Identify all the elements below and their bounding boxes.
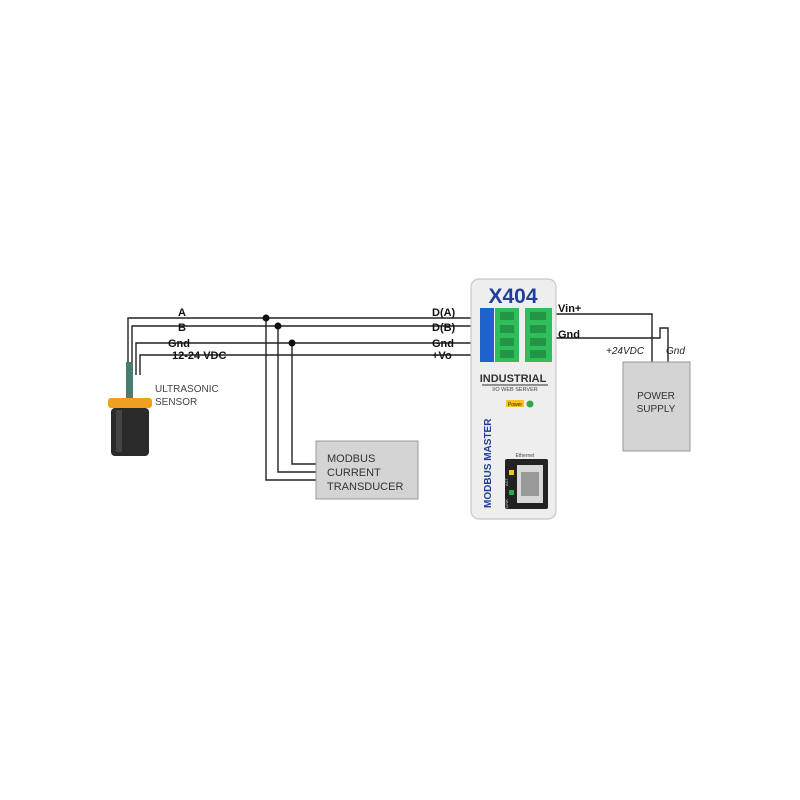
terminal-right-screw-3: [530, 338, 546, 346]
label-sensor-a: A: [178, 307, 186, 319]
sensor-highlight: [116, 410, 122, 452]
ethernet-act-label: ACT: [504, 477, 509, 486]
sensor-label-line1: ULTRASONIC: [155, 384, 219, 395]
power-pos-terminal: +24VDC: [606, 346, 645, 357]
x404-module: X404 INDUSTRIAL I/O WEB SERVER Power MOD: [470, 278, 557, 520]
wire-a: [127, 317, 480, 375]
wire-b: [131, 325, 480, 375]
ethernet-jack-inner: [521, 472, 539, 496]
transducer-box: [315, 440, 419, 500]
ethernet-act-led-icon: [509, 470, 514, 475]
terminal-right-screw-4: [530, 350, 546, 358]
bus-wires: [127, 313, 669, 481]
device-brand-sub: I/O WEB SERVER: [492, 387, 537, 393]
sensor-collar: [108, 398, 152, 408]
sensor-label-line2: SENSOR: [155, 397, 197, 408]
junction-dots: [262, 314, 296, 347]
power-supply-box: [622, 361, 691, 452]
label-power-gnd: Gnd: [558, 329, 580, 341]
wire-drop-gnd: [291, 343, 316, 465]
wire-drop-a: [265, 318, 316, 481]
power-supply-line1: POWER: [637, 391, 675, 402]
device-brand: INDUSTRIAL: [480, 373, 547, 385]
transducer-line2: CURRENT: [327, 467, 381, 479]
label-device-db: D(B): [432, 322, 456, 334]
wire-vdc: [139, 354, 480, 375]
terminal-left-screw-1: [500, 312, 514, 320]
ethernet-link-led-icon: [509, 490, 514, 495]
label-device-da: D(A): [432, 307, 456, 319]
device-model: X404: [488, 285, 537, 308]
junction-dot-b: [274, 322, 282, 330]
ethernet-label: Ethernet: [516, 453, 536, 459]
transducer-line3: TRANSDUCER: [327, 481, 403, 493]
power-supply-line2: SUPPLY: [637, 404, 676, 415]
ethernet-link-label: LINK: [504, 499, 509, 508]
transducer-line1: MODBUS: [327, 453, 375, 465]
terminal-left-screw-2: [500, 325, 514, 333]
wire-psu-gnd: [553, 327, 669, 362]
junction-dot-gnd: [288, 339, 296, 347]
terminal-blue-strip: [480, 308, 494, 362]
terminal-right-screw-2: [530, 325, 546, 333]
label-sensor-b: B: [178, 322, 186, 334]
sensor-cable: [126, 362, 133, 400]
label-sensor-vdc: 12-24 VDC: [172, 350, 226, 362]
terminal-left-screw-4: [500, 350, 514, 358]
label-device-gnd: Gnd: [432, 338, 454, 350]
label-sensor-gnd: Gnd: [168, 338, 190, 350]
junction-dot-a: [262, 314, 270, 322]
terminal-right-screw-1: [530, 312, 546, 320]
label-device-vo: +Vo: [432, 350, 452, 362]
ultrasonic-sensor: ULTRASONIC SENSOR: [108, 362, 219, 456]
modbus-transducer: MODBUS CURRENT TRANSDUCER: [315, 440, 419, 500]
power-led-icon: [526, 400, 534, 408]
label-vin: Vin+: [558, 303, 581, 315]
terminal-block-left: [495, 308, 519, 362]
terminal-block-right: [525, 308, 552, 362]
device-side-label: MODBUS MASTER: [483, 418, 494, 508]
power-neg-terminal: Gnd: [666, 346, 685, 357]
wire-vin: [553, 313, 653, 362]
terminal-left-screw-3: [500, 338, 514, 346]
power-led-label-bg: [506, 400, 524, 407]
wire-gnd: [135, 342, 480, 375]
power-led-label: Power: [508, 402, 523, 408]
power-supply: +24VDC Gnd POWER SUPPLY: [606, 346, 691, 452]
wire-drop-b: [277, 326, 316, 473]
